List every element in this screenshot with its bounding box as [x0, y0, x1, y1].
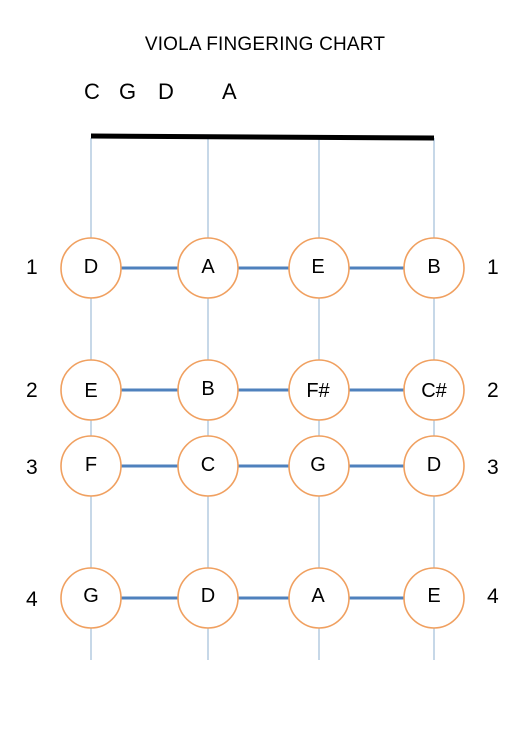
- note-circle: [288, 237, 350, 299]
- note-circle: [177, 435, 239, 497]
- note-circle: [60, 359, 122, 421]
- finger-number-right: 1: [487, 256, 499, 279]
- note-circle: [60, 435, 122, 497]
- note-label: F: [84, 454, 98, 476]
- finger-number-left: 2: [26, 379, 38, 402]
- note-circle: [60, 567, 122, 629]
- note-circle: [403, 567, 465, 629]
- note-label: C: [200, 454, 216, 476]
- open-string-label: C: [84, 79, 100, 104]
- open-string-label: G: [119, 79, 137, 104]
- note-label: C#: [421, 380, 447, 402]
- finger-number-right: 4: [487, 585, 499, 608]
- nut-bar: [90, 133, 435, 141]
- note-label: G: [310, 454, 326, 476]
- finger-number-left: 1: [26, 256, 38, 279]
- note-label: F#: [306, 380, 330, 402]
- note-label: B: [427, 256, 441, 278]
- note-circle: [288, 567, 350, 629]
- note-circle: [177, 237, 239, 299]
- note-label: E: [427, 585, 441, 607]
- note-circle: [403, 237, 465, 299]
- note-label: D: [426, 454, 442, 476]
- note-label: A: [201, 256, 215, 278]
- note-label: D: [200, 585, 216, 607]
- connectors-group: [121, 266, 404, 600]
- note-circle: [288, 359, 350, 421]
- note-label: E: [84, 380, 98, 402]
- open-string-label: D: [158, 79, 174, 104]
- note-circle: [177, 567, 239, 629]
- strings-group: [90, 138, 435, 660]
- circles-group: [60, 237, 465, 629]
- finger-number-left: 4: [26, 588, 38, 611]
- finger-number-right: 3: [487, 456, 499, 479]
- chart-title: VIOLA FINGERING CHART: [144, 34, 386, 55]
- note-circle: [60, 237, 122, 299]
- note-circle: [288, 435, 350, 497]
- note-circle: [177, 359, 239, 421]
- note-label: B: [201, 378, 215, 400]
- note-circle: [403, 435, 465, 497]
- note-label: A: [311, 585, 325, 607]
- note-label: D: [83, 256, 99, 278]
- note-label: E: [311, 256, 325, 278]
- open-string-label: A: [222, 79, 237, 104]
- finger-number-right: 2: [487, 379, 499, 402]
- note-label: G: [83, 585, 99, 607]
- note-circle: [403, 359, 465, 421]
- finger-number-left: 3: [26, 456, 38, 479]
